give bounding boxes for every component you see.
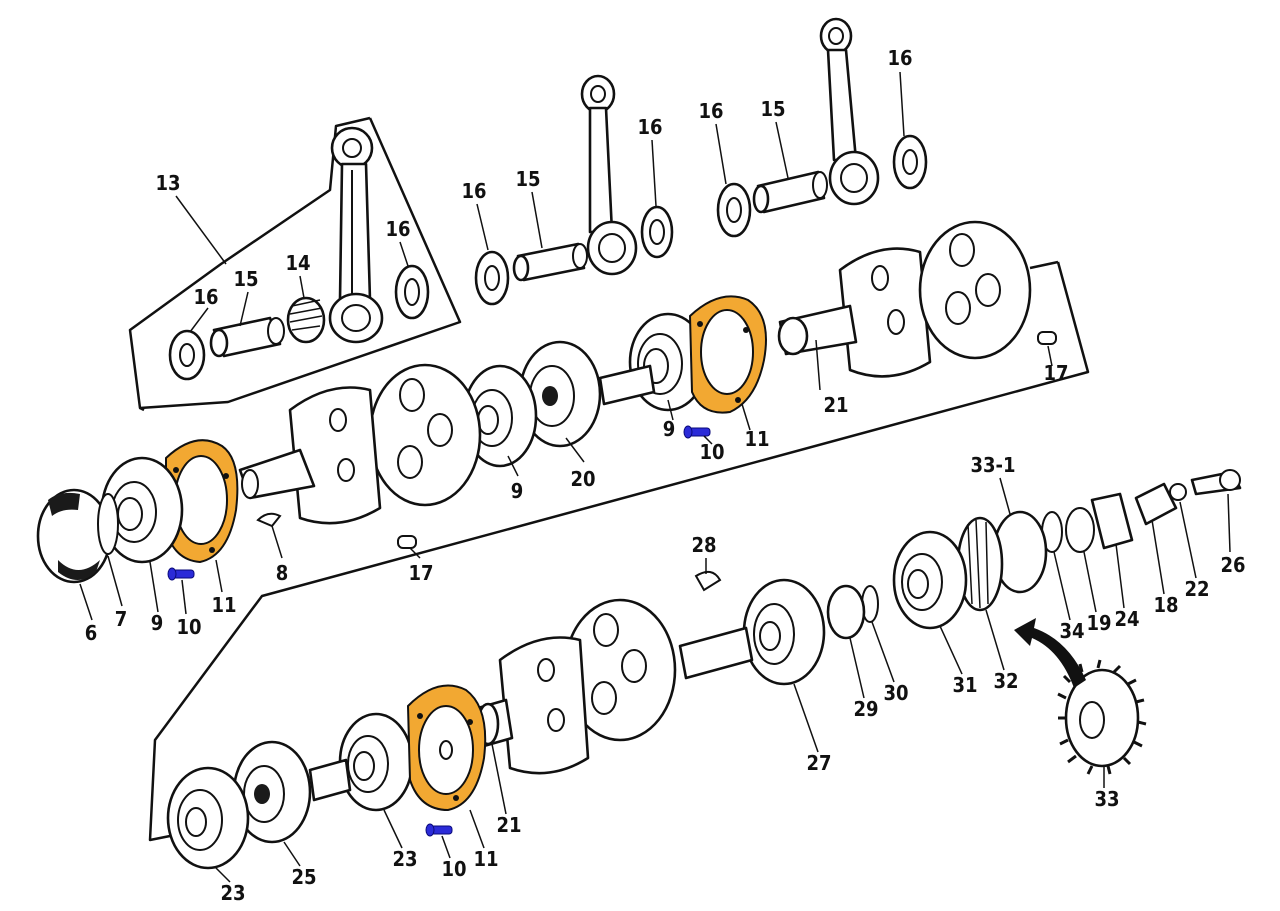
callout-label-l9c: 9 <box>151 611 164 635</box>
leader-13 <box>175 195 227 265</box>
callout-label-l25: 25 <box>291 865 316 889</box>
thrust-washer-16a <box>168 329 206 381</box>
callout-label-l17a: 17 <box>1043 361 1068 385</box>
thrust-washer-16e <box>716 182 752 238</box>
callout-label-l16b: 16 <box>385 217 410 241</box>
callout-label-l31: 31 <box>952 673 977 697</box>
lower-crankshaft <box>166 469 1242 870</box>
callout-label-l34: 34 <box>1059 619 1084 643</box>
upper-crankshaft <box>238 220 1057 549</box>
seal-plate-11-lower <box>406 684 487 812</box>
thrust-washer-16d <box>640 205 674 259</box>
callout-label-l7: 7 <box>115 607 128 631</box>
seal-plate-11-upper-left <box>165 439 239 564</box>
connecting-rod-1 <box>328 126 384 344</box>
callout-label-l9a: 9 <box>663 417 676 441</box>
callout-label-l16d: 16 <box>637 115 662 139</box>
callout-label-l22: 22 <box>1184 577 1209 601</box>
callout-label-l16e: 16 <box>698 99 723 123</box>
callout-label-l18: 18 <box>1153 593 1178 617</box>
callout-label-l11b: 11 <box>211 593 236 617</box>
crankpin-15a <box>209 316 285 358</box>
callout-label-l14: 14 <box>285 251 310 275</box>
callout-label-l28: 28 <box>691 533 716 557</box>
arrow-icon <box>1014 618 1086 688</box>
callout-label-l23a: 23 <box>392 847 417 871</box>
callout-label-l17b: 17 <box>408 561 433 585</box>
callout-label-l11c: 11 <box>473 847 498 871</box>
callout-label-l15c: 15 <box>760 97 785 121</box>
callout-label-l33: 33 <box>1094 787 1119 811</box>
crankpin-15c <box>752 170 828 214</box>
seal-plate-11-upper-right <box>688 295 767 414</box>
callout-label-l29: 29 <box>853 697 878 721</box>
bolt-10-lower <box>425 823 453 837</box>
callout-label-l15b: 15 <box>515 167 540 191</box>
callout-label-l13: 13 <box>155 171 180 195</box>
bolt-10-upper <box>683 425 711 439</box>
callout-label-l23b: 23 <box>220 881 245 905</box>
callout-label-l24: 24 <box>1114 607 1139 631</box>
callout-label-l9b: 9 <box>511 479 524 503</box>
callout-label-l21b: 21 <box>496 813 521 837</box>
callout-label-l30: 30 <box>883 681 908 705</box>
cap-6 <box>36 488 112 584</box>
callout-label-l32: 32 <box>993 669 1018 693</box>
callout-label-l10c: 10 <box>441 857 466 881</box>
thrust-washer-16c <box>474 250 510 306</box>
callout-label-l10a: 10 <box>699 440 724 464</box>
callout-label-l16a: 16 <box>193 285 218 309</box>
crankpin-15b <box>512 242 588 282</box>
callout-label-l16f: 16 <box>887 46 912 70</box>
needle-bearing-14 <box>286 296 326 344</box>
callout-label-l11a: 11 <box>744 427 769 451</box>
callout-label-l20: 20 <box>570 467 595 491</box>
callout-label-l21a: 21 <box>823 393 848 417</box>
callout-label-l6: 6 <box>85 621 98 645</box>
callout-label-l16c: 16 <box>461 179 486 203</box>
callout-label-l26: 26 <box>1220 553 1245 577</box>
ring-7 <box>97 493 119 555</box>
callout-label-l27: 27 <box>806 751 831 775</box>
connecting-rod-2 <box>580 74 638 276</box>
connecting-rod-3 <box>819 17 880 206</box>
bolt-10-left <box>167 567 195 581</box>
callout-label-l19: 19 <box>1086 611 1111 635</box>
callout-label-l10b: 10 <box>176 615 201 639</box>
thrust-washer-16b <box>394 264 430 320</box>
callout-label-l8: 8 <box>276 561 289 585</box>
callout-label-l15a: 15 <box>233 267 258 291</box>
thrust-washer-16f <box>892 134 928 190</box>
callout-label-l33-1: 33-1 <box>970 453 1015 477</box>
